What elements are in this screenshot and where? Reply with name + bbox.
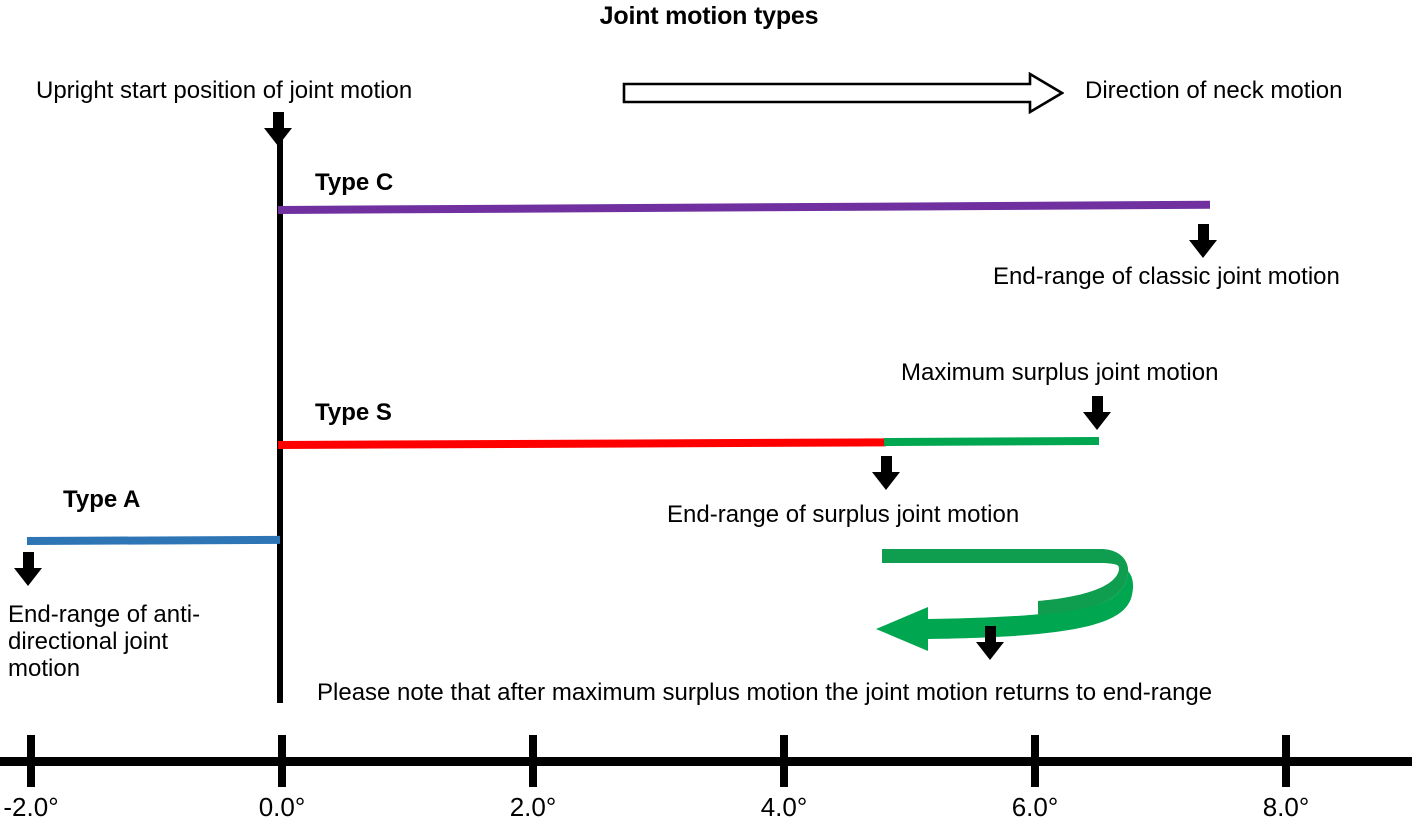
zero-position-vertical-axis — [277, 140, 283, 703]
x-axis-tick — [1282, 735, 1290, 787]
series-label-type-a: Type A — [63, 486, 141, 513]
endrange-anti-directional-label: End-range of anti-directional joint moti… — [8, 601, 201, 682]
chart-title: Joint motion types — [599, 2, 819, 30]
x-axis-tick-label: -2.0° — [3, 792, 59, 822]
x-axis-tick-label: 4.0° — [760, 792, 808, 822]
x-axis-tick — [529, 735, 537, 787]
upright-start-label: Upright start position of joint motion — [36, 77, 413, 104]
x-axis-tick-label: 2.0° — [509, 792, 557, 822]
max-surplus-label: Maximum surplus joint motion — [901, 359, 1219, 386]
series-line-type-s-green — [883, 437, 1100, 446]
x-axis-tick — [278, 735, 286, 787]
endrange-classic-label: End-range of classic joint motion — [993, 263, 1340, 290]
series-line-type-s-red — [277, 438, 887, 449]
series-label-type-s: Type S — [315, 399, 392, 426]
x-axis-tick — [27, 735, 35, 787]
direction-of-neck-motion-label: Direction of neck motion — [1085, 77, 1343, 104]
endrange-surplus-label: End-range of surplus joint motion — [667, 501, 1020, 528]
series-line-type-c — [277, 200, 1211, 214]
x-axis-tick-label: 0.0° — [258, 792, 306, 822]
direction-of-motion-arrow-icon — [622, 71, 1065, 115]
surplus-return-curved-arrow-icon — [868, 545, 1138, 655]
series-label-type-c: Type C — [315, 169, 394, 196]
x-axis-tick-label: 8.0° — [1262, 792, 1310, 822]
x-axis-tick — [780, 735, 788, 787]
x-axis-line — [0, 757, 1412, 766]
series-line-type-a — [26, 535, 281, 545]
x-axis-tick-label: 6.0° — [1011, 792, 1059, 822]
x-axis-tick — [1031, 735, 1039, 787]
bottom-note-label: Please note that after maximum surplus m… — [317, 679, 1213, 706]
